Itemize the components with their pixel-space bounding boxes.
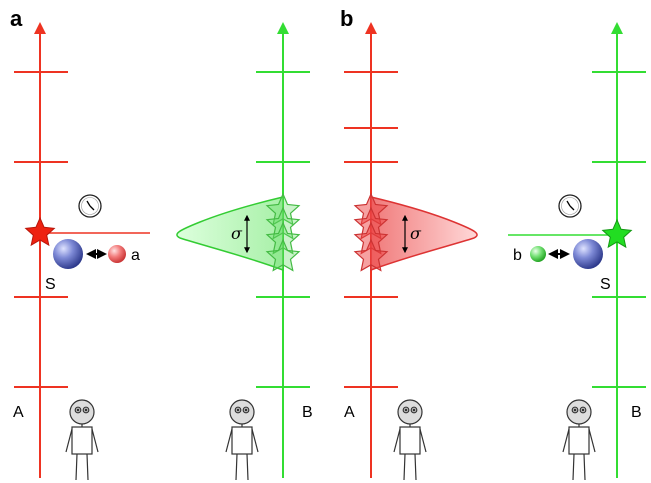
worldline-label-B: B bbox=[302, 404, 313, 421]
system-sphere bbox=[53, 239, 83, 269]
worldline-a bbox=[14, 22, 150, 478]
clock-icon bbox=[78, 194, 102, 218]
star-icon bbox=[601, 218, 633, 249]
stick-figure-icon bbox=[65, 399, 99, 481]
uncertainty-lobe bbox=[176, 196, 284, 272]
system-sphere bbox=[573, 239, 603, 269]
particle-label: b bbox=[513, 247, 522, 264]
worldline-label-B: B bbox=[631, 404, 642, 421]
smeared-stars bbox=[265, 192, 301, 272]
worldline-label-A: A bbox=[344, 404, 355, 421]
panel-a: a A a S bbox=[10, 6, 313, 481]
worldline-b bbox=[508, 22, 646, 478]
panel-b: b A σ bbox=[340, 6, 646, 481]
panel-label: b bbox=[340, 6, 353, 31]
particle-b bbox=[530, 246, 546, 262]
uncertainty-lobe bbox=[370, 196, 478, 272]
star-icon bbox=[24, 216, 56, 247]
stick-figure-icon bbox=[225, 399, 259, 481]
width-symbol: σ bbox=[231, 224, 243, 243]
system-label: S bbox=[45, 276, 56, 293]
clock-icon bbox=[558, 194, 582, 218]
particle-label: a bbox=[131, 247, 140, 264]
stick-figure-icon bbox=[393, 399, 427, 481]
panel-label: a bbox=[10, 6, 23, 31]
worldline-label-A: A bbox=[13, 404, 24, 421]
smeared-stars bbox=[353, 192, 389, 272]
system-label: S bbox=[600, 276, 611, 293]
width-symbol: σ bbox=[410, 224, 422, 243]
particle-a bbox=[108, 245, 126, 263]
stick-figure-icon bbox=[562, 399, 596, 481]
